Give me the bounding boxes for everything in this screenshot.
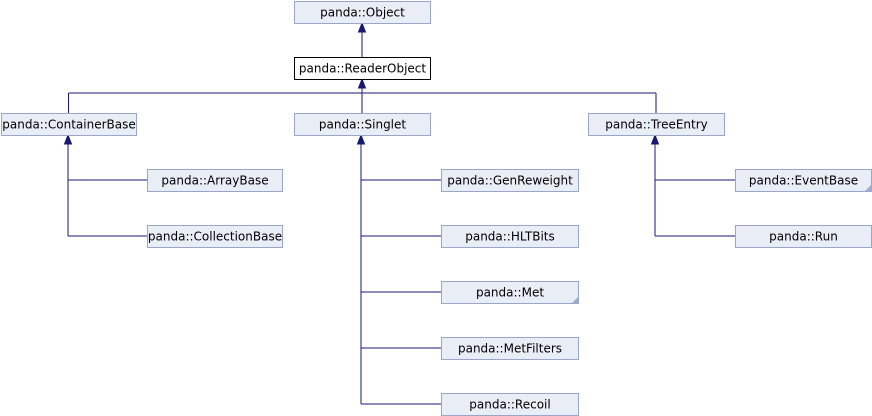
class-node-label: panda::CollectionBase bbox=[148, 230, 282, 244]
inheritance-arrowhead bbox=[63, 133, 73, 145]
class-node-label: panda::Met bbox=[476, 286, 544, 300]
fold-corner-icon bbox=[864, 184, 872, 192]
class-node-run[interactable]: panda::Run bbox=[735, 225, 872, 248]
class-node-label: panda::EventBase bbox=[749, 174, 858, 188]
inheritance-edges bbox=[63, 21, 735, 405]
class-node-label: panda::Recoil bbox=[469, 398, 550, 412]
edge-group-singlet bbox=[356, 133, 441, 405]
class-node-containerbase[interactable]: panda::ContainerBase bbox=[1, 113, 137, 136]
class-node-eventbase[interactable]: panda::EventBase bbox=[735, 169, 872, 192]
class-node-box bbox=[441, 337, 579, 360]
edge-group-object bbox=[357, 21, 367, 57]
edge-group-treeentry bbox=[650, 133, 735, 237]
class-node-arraybase[interactable]: panda::ArrayBase bbox=[147, 169, 283, 192]
fold-corner-icon bbox=[571, 296, 579, 304]
edge-group-readerobject bbox=[68, 77, 657, 113]
class-node-recoil[interactable]: panda::Recoil bbox=[441, 393, 579, 416]
class-node-box bbox=[441, 169, 579, 192]
class-node-box bbox=[294, 113, 431, 136]
class-node-metfilters[interactable]: panda::MetFilters bbox=[441, 337, 579, 360]
class-node-label: panda::GenReweight bbox=[447, 174, 573, 188]
class-node-label: panda::MetFilters bbox=[458, 342, 562, 356]
class-node-box bbox=[147, 225, 283, 248]
class-node-label: panda::ContainerBase bbox=[2, 118, 136, 132]
inheritance-arrowhead bbox=[357, 21, 367, 33]
class-node-label: panda::ArrayBase bbox=[161, 174, 268, 188]
class-node-box bbox=[1, 113, 137, 136]
class-node-label: panda::Run bbox=[769, 230, 838, 244]
edge-group-containerbase bbox=[63, 133, 147, 237]
class-node-box bbox=[294, 57, 431, 80]
inheritance-arrowhead bbox=[650, 133, 660, 145]
class-node-treeentry[interactable]: panda::TreeEntry bbox=[588, 113, 725, 136]
class-node-met[interactable]: panda::Met bbox=[441, 281, 579, 304]
class-node-label: panda::Object bbox=[320, 6, 405, 20]
class-node-label: panda::TreeEntry bbox=[605, 118, 708, 132]
inheritance-arrowhead bbox=[357, 77, 367, 89]
class-node-box bbox=[147, 169, 283, 192]
class-node-readerobject[interactable]: panda::ReaderObject bbox=[294, 57, 431, 80]
inheritance-arrowhead bbox=[356, 133, 366, 145]
class-node-label: panda::ReaderObject bbox=[299, 62, 426, 76]
class-node-box bbox=[294, 1, 431, 24]
class-node-collectionbase[interactable]: panda::CollectionBase bbox=[147, 225, 283, 248]
class-node-hltbits[interactable]: panda::HLTBits bbox=[441, 225, 579, 248]
class-node-singlet[interactable]: panda::Singlet bbox=[294, 113, 431, 136]
class-node-box bbox=[441, 281, 579, 304]
class-node-label: panda::HLTBits bbox=[465, 230, 555, 244]
class-node-box bbox=[441, 225, 579, 248]
class-node-box bbox=[588, 113, 725, 136]
class-node-object[interactable]: panda::Object bbox=[294, 1, 431, 24]
class-node-label: panda::Singlet bbox=[319, 118, 407, 132]
class-node-genreweight[interactable]: panda::GenReweight bbox=[441, 169, 579, 192]
